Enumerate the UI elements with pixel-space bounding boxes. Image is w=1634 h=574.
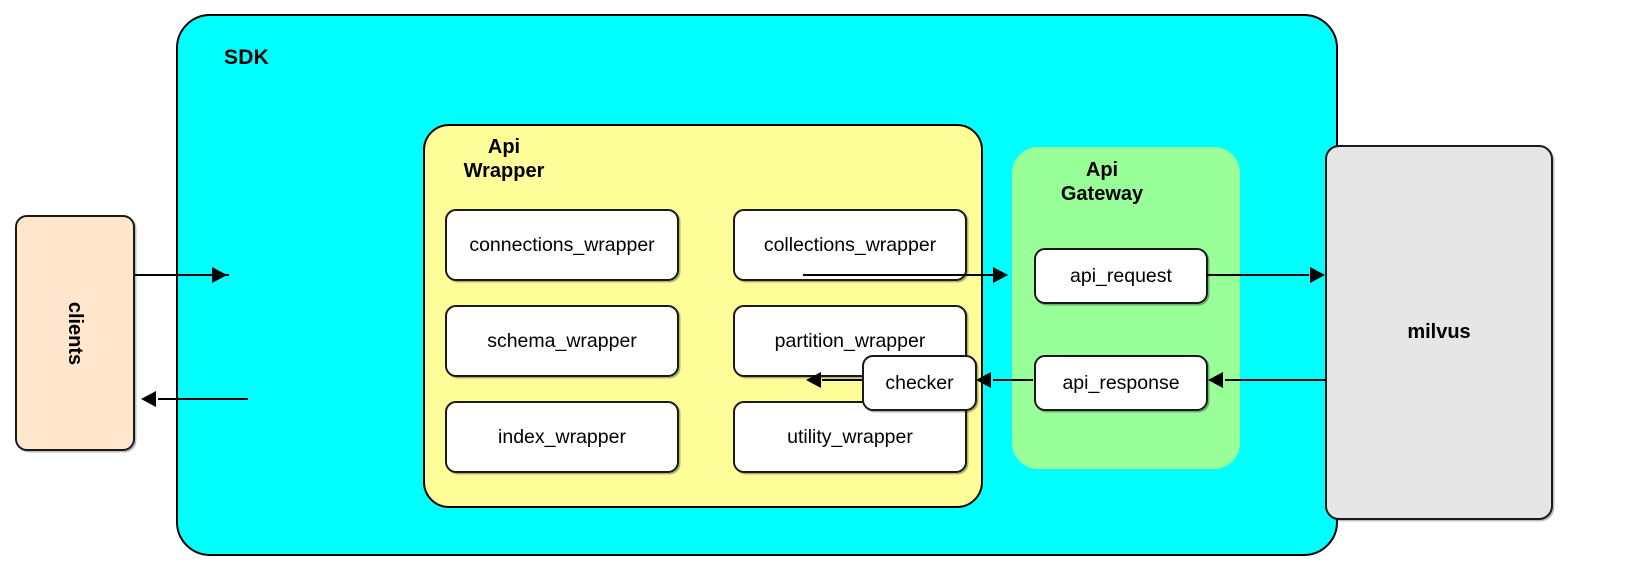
connector-api-wrapper-to-clients-line	[158, 398, 248, 400]
api-gateway-label-line1: Api	[1085, 159, 1119, 181]
node-api-request[interactable]: api_request	[1034, 248, 1208, 304]
connector-api-request-to-milvus-line	[1206, 274, 1309, 276]
node-milvus[interactable]: milvus	[1325, 145, 1553, 520]
api-gateway-label-line2: Gateway	[1060, 183, 1144, 206]
connector-checker-to-api-wrapper-arrow	[806, 372, 821, 388]
api-gateway-label: Api Gateway	[1032, 158, 1172, 207]
node-collections-wrapper[interactable]: collections_wrapper	[733, 209, 967, 281]
connector-clients-to-api-wrapper-line	[135, 274, 229, 276]
node-clients[interactable]: clients	[15, 215, 135, 451]
connector-api-response-to-checker-arrow	[976, 372, 991, 388]
connector-api-wrapper-to-clients-arrow	[141, 391, 156, 407]
connector-api-request-to-milvus-arrow	[1310, 267, 1325, 283]
connector-api-wrapper-to-api-gateway-line	[803, 274, 993, 276]
api-wrapper-label: Api Wrapper	[439, 135, 569, 184]
sdk-label: SDK	[224, 46, 269, 69]
container-api-wrapper[interactable]: Api Wrapper connections_wrapper collecti…	[423, 124, 983, 508]
connector-api-response-to-checker-line	[993, 379, 1033, 381]
node-index-wrapper[interactable]: index_wrapper	[445, 401, 679, 473]
connector-clients-to-api-wrapper-arrow	[212, 267, 227, 283]
container-api-gateway[interactable]: Api Gateway api_request api_response	[1012, 147, 1240, 469]
node-api-response[interactable]: api_response	[1034, 355, 1208, 411]
node-partition-wrapper[interactable]: partition_wrapper	[733, 305, 967, 377]
connector-milvus-to-api-response-line	[1225, 379, 1325, 381]
container-sdk[interactable]: SDK Api Wrapper connections_wrapper coll…	[176, 14, 1338, 556]
node-connections-wrapper[interactable]: connections_wrapper	[445, 209, 679, 281]
node-checker[interactable]: checker	[862, 355, 977, 411]
api-wrapper-label-line1: Api	[487, 136, 521, 158]
clients-label: clients	[64, 301, 87, 365]
connector-checker-to-api-wrapper-line	[822, 379, 862, 381]
node-schema-wrapper[interactable]: schema_wrapper	[445, 305, 679, 377]
connector-api-wrapper-to-api-gateway-arrow	[993, 267, 1008, 283]
api-wrapper-label-line2: Wrapper	[463, 160, 545, 183]
connector-milvus-to-api-response-arrow	[1208, 372, 1223, 388]
node-utility-wrapper[interactable]: utility_wrapper	[733, 401, 967, 473]
